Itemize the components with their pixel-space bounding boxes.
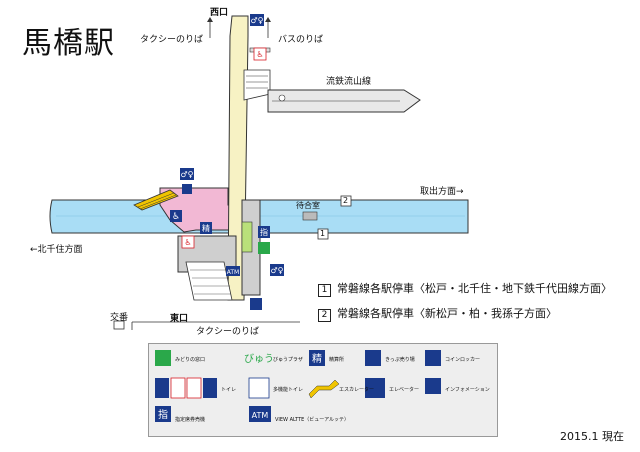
toilet-icon: ♂♀ (180, 168, 194, 180)
east-exit-label: 東口 (170, 314, 189, 324)
legend-atm: VIEW ALTTE（ビューアルッテ） (275, 417, 350, 423)
date-label: 2015.1 現在 (560, 430, 624, 443)
shitei-glyph: 指 (158, 408, 168, 421)
kippu-icon (365, 350, 381, 366)
legend-info: インフォメーション (445, 387, 490, 393)
atm-glyph: ATM (252, 411, 269, 420)
multi-toilet-icon: ♿ (253, 47, 267, 61)
ryutetsu-label: 流鉄流山線 (326, 77, 372, 87)
page-title: 馬橋駅 (22, 26, 115, 61)
legend-escalator: エスカレーター (339, 387, 375, 393)
koban-box (113, 320, 125, 330)
toilet-male-icon (155, 378, 169, 398)
toride-label: 取出方面→ (420, 187, 464, 197)
legend-locker: コインロッカー (445, 357, 481, 363)
toilet-icon: ♂♀ (270, 264, 284, 276)
toilet-icon: ♿ (181, 235, 195, 249)
atm-icon: ATM (226, 266, 240, 276)
svg-text:指: 指 (260, 227, 268, 237)
waiting-room (302, 211, 318, 221)
west-exit-label: 西口 (210, 8, 229, 18)
elevator-icon (365, 378, 385, 398)
legend-icons: ATM 指 精 びゅう (155, 350, 441, 422)
midori-icon (155, 350, 171, 366)
legend-elevator: エレベーター (389, 387, 420, 393)
legend-viewplaza: びゅうプラザ (273, 357, 303, 363)
legend-seisan: 精算所 (329, 357, 345, 363)
taxi-east-label: タクシーのりば (196, 327, 260, 337)
toilet-icon: ♂♀ (250, 14, 264, 26)
svg-text:♂♀: ♂♀ (270, 266, 283, 275)
legend-toilet: トイレ (221, 387, 237, 393)
svg-text:ATM: ATM (227, 269, 239, 276)
locker-icon (250, 298, 262, 310)
platform-1-label: 1 (320, 229, 326, 238)
toilet-female-icon (170, 377, 186, 399)
taxi-west-label: タクシーのりば (140, 35, 204, 45)
legend-midori: みどりの窓口 (175, 357, 206, 363)
note-text: 常磐線各駅停車〈松戸・北千住・地下鉄千代田線方面〉 (337, 282, 612, 295)
svg-text:♿: ♿ (256, 50, 263, 59)
svg-text:♂♀: ♂♀ (250, 16, 263, 25)
shitei-icon (155, 406, 171, 422)
escalator-icon (258, 242, 270, 254)
legend-multi-toilet: 多機能トイレ (273, 387, 304, 393)
note-1: 1 常磐線各駅停車〈松戸・北千住・地下鉄千代田線方面〉 (318, 280, 612, 297)
svg-text:♿: ♿ (172, 212, 180, 222)
toilet-female-icon (186, 377, 202, 399)
view-word: びゅう (244, 353, 274, 365)
locker-icon (425, 350, 441, 366)
seisan-glyph: 精 (312, 352, 322, 365)
waiting-room-label: 待合室 (296, 201, 320, 210)
kitasenju-label: ←北千住方面 (30, 245, 83, 255)
svg-text:♿: ♿ (184, 238, 191, 247)
escalator-icon (308, 379, 340, 399)
note-number: 2 (318, 309, 331, 322)
toilet-male-icon (203, 378, 217, 398)
legend-shitei: 指定席券売機 (175, 417, 206, 423)
svg-text:♂♀: ♂♀ (180, 170, 193, 179)
wheelchair-icon: ♿ (170, 210, 182, 222)
wheelchair-icon (248, 377, 270, 399)
shitei-icon: 指 (258, 226, 270, 238)
svg-text:精: 精 (202, 223, 210, 233)
stairs-left (133, 189, 179, 211)
station-map: ♂♀ ♿ ♂♀ ♿ 精 ♿ 指 ATM ♂♀ (49, 14, 469, 330)
atm-icon (249, 406, 271, 422)
note-text: 常磐線各駅停車〈新松戸・柏・我孫子方面〉 (337, 307, 557, 320)
info-icon (425, 378, 441, 394)
elevator-icon (182, 184, 192, 194)
platform-number-box (317, 195, 352, 240)
legend-panel: ATM 指 精 びゅう みどりの窓口 びゅうプラザ 精算所 きっぷ売り場 コイン… (148, 343, 498, 437)
koban-label: 交番 (110, 313, 129, 323)
seisan-icon (309, 350, 325, 366)
note-2: 2 常磐線各駅停車〈新松戸・柏・我孫子方面〉 (318, 305, 557, 322)
seisan-icon: 精 (200, 222, 212, 234)
bus-label: バスのりば (278, 35, 324, 45)
note-number: 1 (318, 284, 331, 297)
legend-kippu: きっぷ売り場 (385, 357, 415, 363)
platform-2-label: 2 (343, 196, 349, 205)
